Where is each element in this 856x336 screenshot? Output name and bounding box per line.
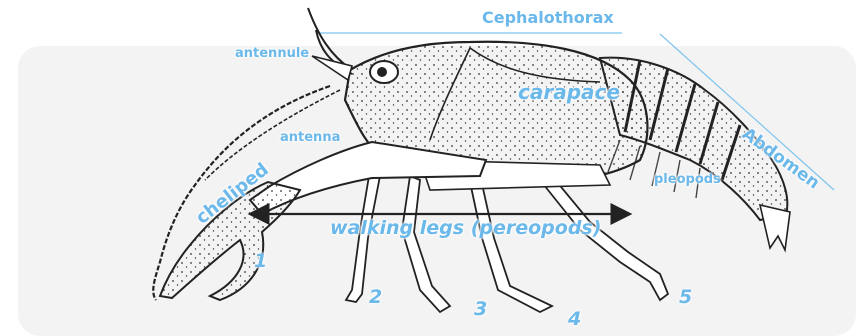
antennule-label: antennule <box>235 46 309 61</box>
cephalothorax-label: Cephalothorax <box>482 8 614 27</box>
walking-legs-label: walking legs (pereopods) <box>330 217 601 239</box>
leg-number-3: 3 <box>474 298 487 320</box>
tail-fan <box>760 205 790 250</box>
leg-number-4: 4 <box>568 308 581 330</box>
leg-number-1: 1 <box>254 250 267 272</box>
pleopods-label: pleopods <box>654 172 721 187</box>
walking-leg-3 <box>402 176 450 312</box>
leg-number-2: 2 <box>369 286 382 308</box>
walking-leg-4 <box>470 182 552 312</box>
carapace-label: carapace <box>518 80 620 104</box>
eye-pupil <box>377 67 387 77</box>
antenna-label: antenna <box>280 130 340 145</box>
leg-number-5: 5 <box>679 286 692 308</box>
